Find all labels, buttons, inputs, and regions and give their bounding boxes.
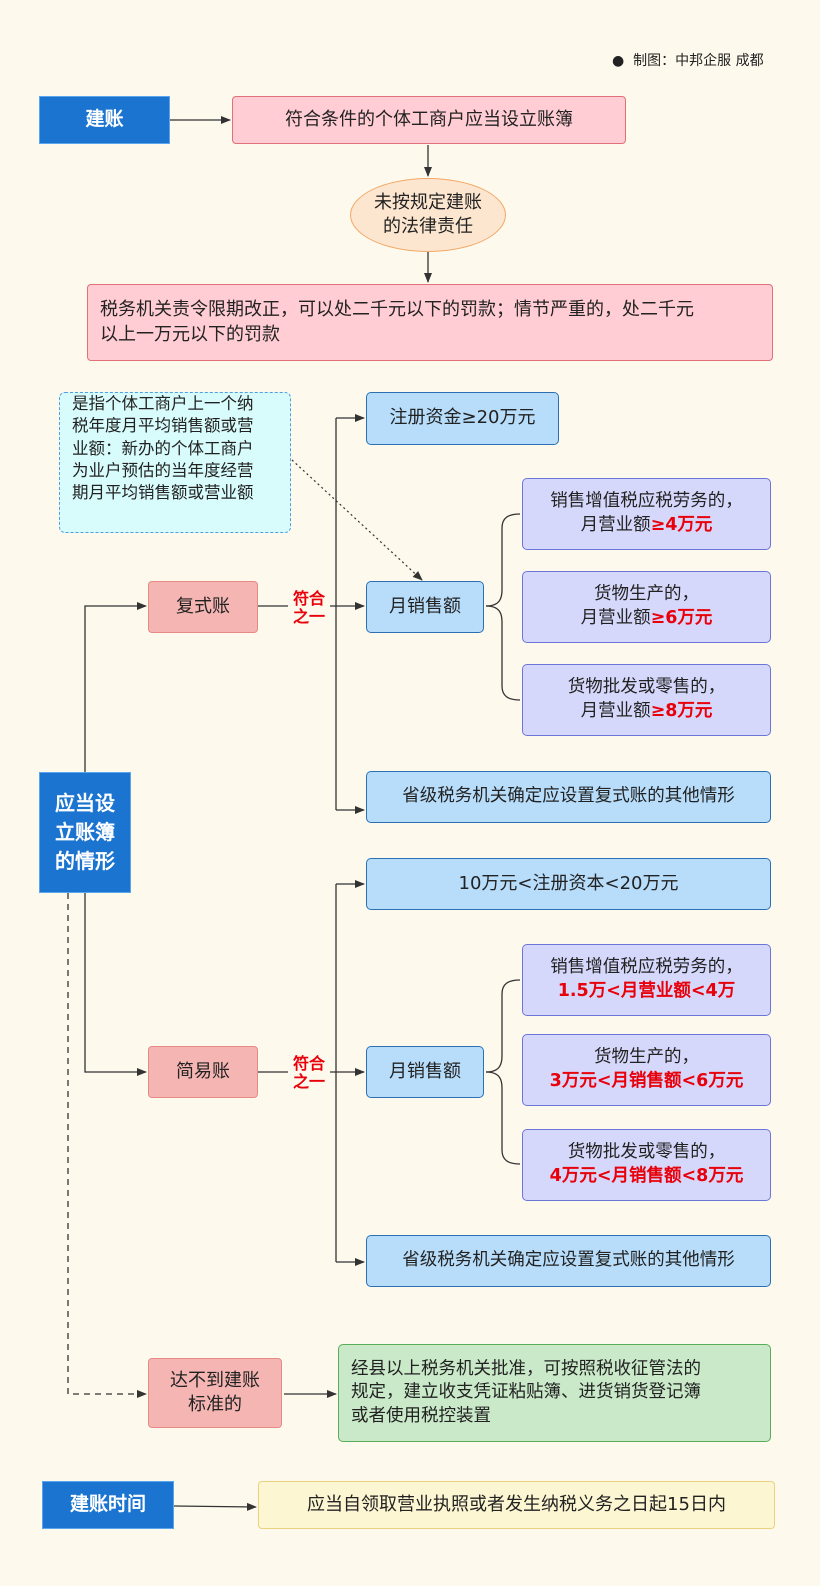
fushi-monthly-box: 月销售额 <box>366 581 484 633</box>
result-line-1: 经县以上税务机关批准，可按照税收征管法的 <box>351 1358 701 1379</box>
penalty-line-1: 税务机关责令限期改正，可以处二千元以下的罚款；情节严重的，处二千元 <box>100 299 694 321</box>
jianyi-label-box: 简易账 <box>148 1046 258 1098</box>
jianyi-tag-line-1: 符合 <box>292 1054 325 1073</box>
fushi-item-wholesale-line2: 月营业额≥8万元 <box>581 700 713 724</box>
fushi-item-wholesale: 货物批发或零售的， 月营业额≥8万元 <box>522 664 771 736</box>
monthly-sales-note: 是指个体工商户上一个纳 税年度月平均销售额或营 业额：新办的个体工商户 为业户预… <box>59 392 291 533</box>
fushi-item-service-label: 月营业额 <box>580 515 651 535</box>
fushi-tag-line-2: 之一 <box>292 607 325 627</box>
credit-text: 制图：中邦企服 成都 <box>633 53 764 69</box>
jianyi-item-production-line1: 货物生产的， <box>594 1047 699 1068</box>
jianyi-condition-tag: 符合 之一 <box>288 1054 330 1092</box>
jianyi-tag-line-2: 之一 <box>292 1072 325 1092</box>
liability-line-2: 的法律责任 <box>383 216 473 237</box>
fushi-item-production-line2: 月营业额≥6万元 <box>581 607 713 631</box>
below-standard-line-1: 达不到建账 <box>170 1369 260 1391</box>
below-standard-result-box: 经县以上税务机关批准，可按照税收征管法的 规定，建立收支凭证粘贴簿、进货销货登记… <box>338 1344 771 1442</box>
jianyi-other-box: 省级税务机关确定应设置复式账的其他情形 <box>366 1235 771 1287</box>
liability-ellipse: 未按规定建账 的法律责任 <box>350 178 506 252</box>
fushi-item-service: 销售增值税应税劳务的， 月营业额≥4万元 <box>522 478 771 550</box>
qingxing-line-2: 立账簿 <box>55 820 115 844</box>
jianyi-item-production-threshold: 3万元<月销售额<6万元 <box>549 1071 744 1091</box>
credit-label: ● 制图：中邦企服 成都 <box>612 50 764 70</box>
fushi-item-wholesale-threshold: ≥8万元 <box>650 701 713 721</box>
jianyi-item-wholesale-threshold: 4万元<月销售额<8万元 <box>549 1166 744 1186</box>
fushi-item-wholesale-label: 月营业额 <box>580 701 651 721</box>
note-line-2: 税年度月平均销售额或营 <box>72 416 254 436</box>
note-line-5: 期月平均销售额或营业额 <box>72 483 254 503</box>
liability-line-1: 未按规定建账 <box>374 191 482 213</box>
note-line-1: 是指个体工商户上一个纳 <box>72 394 254 413</box>
condition-box: 符合条件的个体工商户应当设立账簿 <box>232 96 626 144</box>
fushi-item-production: 货物生产的， 月营业额≥6万元 <box>522 571 771 643</box>
jianyi-item-service: 销售增值税应税劳务的， 1.5万<月营业额<4万 <box>522 944 771 1016</box>
fushi-item-wholesale-line1: 货物批发或零售的， <box>567 677 726 698</box>
penalty-line-2: 以上一万元以下的罚款 <box>100 323 280 345</box>
note-line-4: 为业户预估的当年度经营 <box>72 460 254 480</box>
result-line-2: 规定，建立收支凭证粘贴簿、进货销货登记簿 <box>351 1382 701 1403</box>
qingxing-line-1: 应当设 <box>55 791 115 815</box>
section-header-jianzhang: 建账 <box>39 96 170 144</box>
jianyi-item-production: 货物生产的， 3万元<月销售额<6万元 <box>522 1034 771 1106</box>
fushi-tag-line-1: 符合 <box>292 589 325 608</box>
time-limit-box: 应当自领取营业执照或者发生纳税义务之日起15日内 <box>258 1481 775 1529</box>
jianyi-item-wholesale-line1: 货物批发或零售的， <box>567 1142 726 1163</box>
jianyi-capital-box: 10万元<注册资本<20万元 <box>366 858 771 910</box>
fushi-item-service-line2: 月营业额≥4万元 <box>581 514 713 538</box>
section-header-jianzhang-time: 建账时间 <box>42 1481 174 1529</box>
result-line-3: 或者使用税控装置 <box>351 1405 491 1426</box>
fushi-label-box: 复式账 <box>148 581 258 633</box>
penalty-box: 税务机关责令限期改正，可以处二千元以下的罚款；情节严重的，处二千元 以上一万元以… <box>87 284 773 361</box>
qingxing-line-3: 的情形 <box>55 849 115 873</box>
fushi-item-service-threshold: ≥4万元 <box>650 515 713 535</box>
below-standard-box: 达不到建账 标准的 <box>148 1358 282 1428</box>
fushi-item-production-line1: 货物生产的， <box>594 584 699 605</box>
bullet-icon: ● <box>612 53 625 69</box>
jianyi-monthly-box: 月销售额 <box>366 1046 484 1098</box>
fushi-item-production-label: 月营业额 <box>580 608 651 628</box>
jianyi-item-service-line1: 销售增值税应税劳务的， <box>550 957 743 978</box>
fushi-condition-tag: 符合 之一 <box>288 589 330 627</box>
fushi-capital-box: 注册资金≥20万元 <box>366 392 559 445</box>
below-standard-line-2: 标准的 <box>188 1394 242 1415</box>
note-line-3: 业额：新办的个体工商户 <box>72 438 254 458</box>
jianyi-item-service-threshold: 1.5万<月营业额<4万 <box>557 981 736 1001</box>
fushi-other-box: 省级税务机关确定应设置复式账的其他情形 <box>366 771 771 823</box>
fushi-item-production-threshold: ≥6万元 <box>650 608 713 628</box>
fushi-item-service-line1: 销售增值税应税劳务的， <box>550 491 743 512</box>
section-header-qingxing: 应当设 立账簿 的情形 <box>39 772 131 893</box>
jianyi-item-wholesale: 货物批发或零售的， 4万元<月销售额<8万元 <box>522 1129 771 1201</box>
